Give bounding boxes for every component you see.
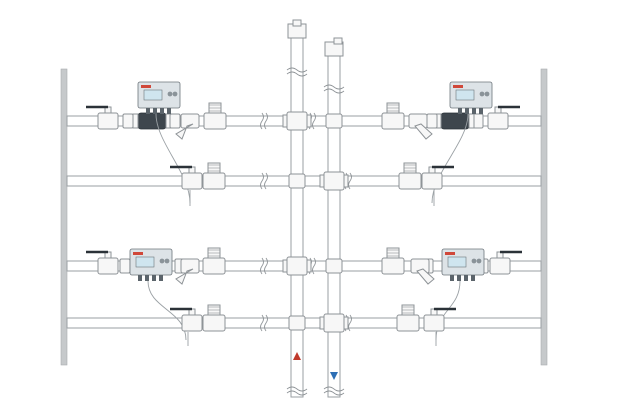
temperature-sensor-port [381,247,405,275]
ball-valve [489,250,522,275]
meter-button [164,258,170,264]
tee-collar [319,174,325,188]
tee-collar [343,316,349,330]
meter-button [172,91,178,97]
flow-sensor [435,112,475,130]
ball-valve [86,105,119,130]
pipe-union [122,113,134,129]
riser-crossing [288,315,306,331]
sensor-cable [147,280,187,341]
pipe-union [119,258,131,274]
tee-collar [282,114,288,128]
y-strainer [175,113,200,140]
temperature-sensor-port [202,304,226,332]
temperature-sensor-port [202,162,226,190]
temperature-sensor-port [396,304,420,332]
tee-collar [319,316,325,330]
temperature-sensor-port [202,247,226,275]
meter-display [447,256,467,268]
riser-crossing [325,113,343,129]
riser-crossing [288,173,306,189]
riser-tee [286,256,308,276]
heat-meter-calculator [137,81,181,114]
pipe-break-mark [260,257,268,275]
meter-display [143,89,163,101]
meter-button [484,91,490,97]
return-riser [323,37,345,398]
meter-button [479,91,485,97]
heat-meter-calculator [441,248,485,281]
arrow-down-icon [330,372,338,380]
riser-tee [323,171,345,191]
meter-button [471,258,477,264]
supply-riser [286,19,308,398]
meter-display [455,89,475,101]
riser-tee [323,313,345,333]
ball-valve [86,250,119,275]
heat-meter-calculator [449,81,493,114]
meter-button [476,258,482,264]
riser-crossing [325,258,343,274]
ball-valve [170,307,203,332]
pipe-break-mark [260,112,268,130]
heat-meter-calculator [129,248,173,281]
y-strainer [410,258,435,285]
flow-sensor [132,112,172,130]
pipe-break-mark [260,172,268,190]
meter-display [135,256,155,268]
ball-valve [423,307,456,332]
temperature-sensor-port [381,102,405,130]
tee-collar [343,174,349,188]
left-wall [60,68,68,366]
sensor-cable [431,113,469,204]
meter-button [167,91,173,97]
temperature-sensor-port [398,162,422,190]
tee-collar [282,259,288,273]
pipe-break-mark [260,314,268,332]
sensor-cable [155,113,191,204]
ball-valve [487,105,520,130]
meter-button [159,258,165,264]
y-strainer [175,258,200,285]
ball-valve [170,165,203,190]
temperature-sensor-port [203,102,227,130]
arrow-up-icon [293,352,301,360]
pipe-union [169,113,181,129]
tee-collar [306,114,312,128]
ball-valve [421,165,454,190]
pipe-union [426,113,438,129]
riser-tee [286,111,308,131]
y-strainer [408,113,433,140]
right-wall [540,68,548,366]
tee-collar [306,259,312,273]
